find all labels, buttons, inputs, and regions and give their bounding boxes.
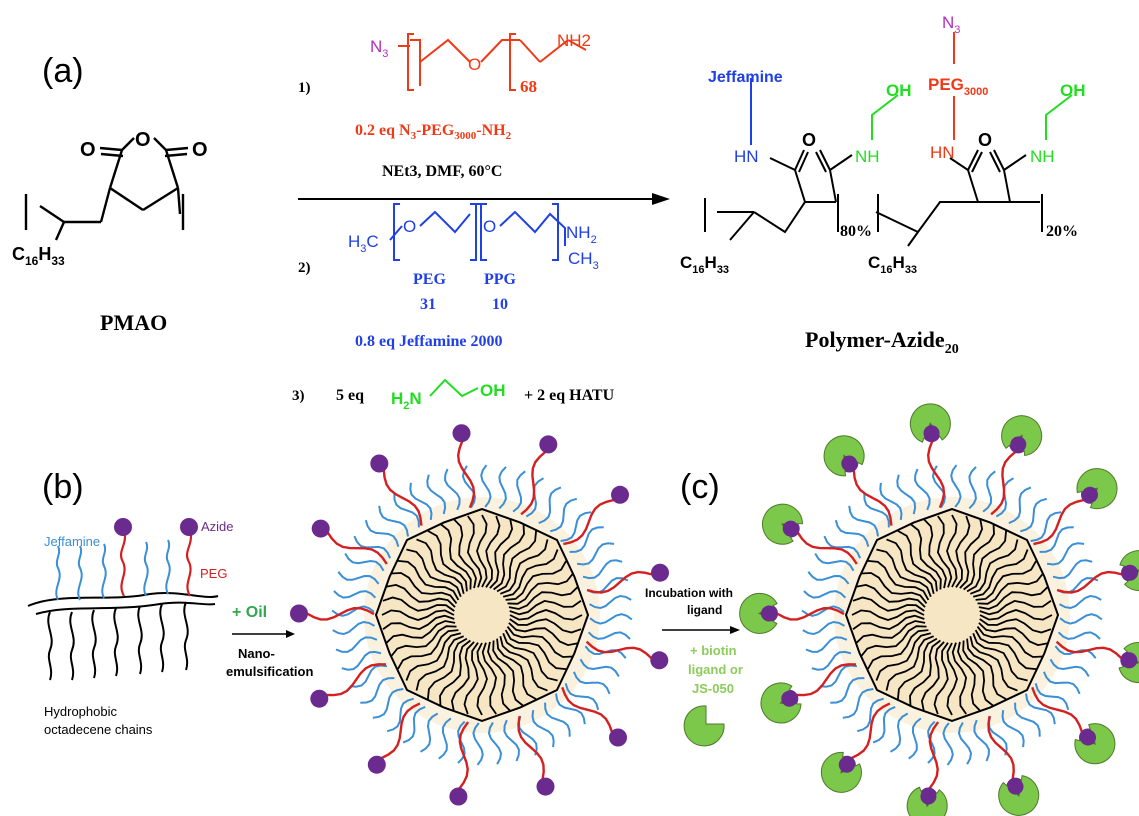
pmao-o-ring: O xyxy=(135,129,151,151)
step3-oh: OH xyxy=(480,381,506,400)
product-hn2: HN xyxy=(930,143,955,162)
step3-eq: 5 eq xyxy=(336,387,364,404)
pmao-chain-label: C16H33 xyxy=(12,244,65,268)
label-hydrophobic: Hydrophobic xyxy=(44,704,117,719)
panel-label-a: (a) xyxy=(42,52,84,90)
label-azide: Azide xyxy=(201,519,234,534)
step2-h3c: H3C xyxy=(348,232,379,255)
label-jeffamine: Jeffamine xyxy=(44,534,100,549)
step2-ppg-label: PPG xyxy=(484,271,517,288)
label-octadecene: octadecene chains xyxy=(44,722,153,737)
step2-o1: O xyxy=(403,217,416,236)
product-pct80: 80% xyxy=(840,223,872,240)
product-peg3000: PEG3000 xyxy=(928,75,988,98)
pmao-o-right: O xyxy=(192,139,208,161)
step2-number: 2) xyxy=(298,260,311,276)
ligand-icon xyxy=(683,705,725,747)
pmao-label: PMAO xyxy=(100,310,167,335)
label-nano: Nano- xyxy=(238,646,275,661)
panel-label-b: (b) xyxy=(42,468,84,506)
product-o1: O xyxy=(802,130,816,150)
label-peg: PEG xyxy=(200,566,227,581)
label-biotin: + biotin xyxy=(690,643,737,658)
product-oh2: OH xyxy=(1060,81,1086,100)
reaction-arrow xyxy=(298,193,670,205)
label-emulsification: emulsification xyxy=(226,664,313,679)
step1-repeat: 68 xyxy=(520,77,537,96)
step2-o2: O xyxy=(483,217,496,236)
step2-peg-n: 31 xyxy=(420,296,436,313)
step1-n3: N3 xyxy=(370,37,388,60)
product-oh1: OH xyxy=(886,81,912,100)
step2-description: 0.8 eq Jeffamine 2000 xyxy=(355,333,503,350)
product-o3: O xyxy=(978,130,992,150)
functionalized-droplet xyxy=(739,403,1139,816)
step2-ppg-n: 10 xyxy=(492,296,508,313)
pmao-structure xyxy=(24,137,189,241)
step3-number: 3) xyxy=(292,388,305,404)
label-oil: + Oil xyxy=(232,604,267,621)
product-chain2: C16H33 xyxy=(868,253,917,276)
product-structure xyxy=(704,32,1073,247)
product-nh1: NH xyxy=(855,147,880,166)
label-incubation: Incubation with xyxy=(645,586,733,600)
step3-h2n: H2N xyxy=(391,389,422,412)
pmao-o-left: O xyxy=(80,139,96,161)
step3-hatu: + 2 eq HATU xyxy=(524,387,615,404)
step1-nh2: NH2 xyxy=(557,31,591,50)
product-label: Polymer-Azide20 xyxy=(805,327,959,357)
label-ligand-or: ligand or xyxy=(688,662,743,677)
product-hn1: HN xyxy=(734,147,759,166)
label-js050: JS-050 xyxy=(692,681,734,696)
panel-label-c: (c) xyxy=(680,468,720,506)
step2-jeffamine-structure xyxy=(389,203,566,261)
step1-description: 0.2 eq N3-PEG3000-NH2 xyxy=(355,122,512,142)
step1-peg-structure xyxy=(398,33,587,91)
nanoemulsion-droplet xyxy=(290,424,669,806)
product-chain1: C16H33 xyxy=(680,253,729,276)
polymer-brush-schematic xyxy=(27,518,219,681)
label-ligand: ligand xyxy=(687,603,722,617)
emulsification-arrow xyxy=(232,630,295,638)
product-jeffamine: Jeffamine xyxy=(708,69,783,86)
incubation-arrow xyxy=(662,626,740,634)
product-pct20: 20% xyxy=(1046,223,1078,240)
step2-nh2: NH2 xyxy=(566,223,597,246)
product-nh2: NH xyxy=(1030,147,1055,166)
reaction-conditions: NEt3, DMF, 60°C xyxy=(382,163,502,180)
step2-ch3: CH3 xyxy=(568,249,599,272)
step1-number: 1) xyxy=(298,80,311,96)
step1-o: O xyxy=(468,55,481,74)
step3-ethanolamine-bonds xyxy=(429,378,479,398)
step2-peg-label: PEG xyxy=(413,271,446,288)
product-n3: N3 xyxy=(942,13,960,36)
